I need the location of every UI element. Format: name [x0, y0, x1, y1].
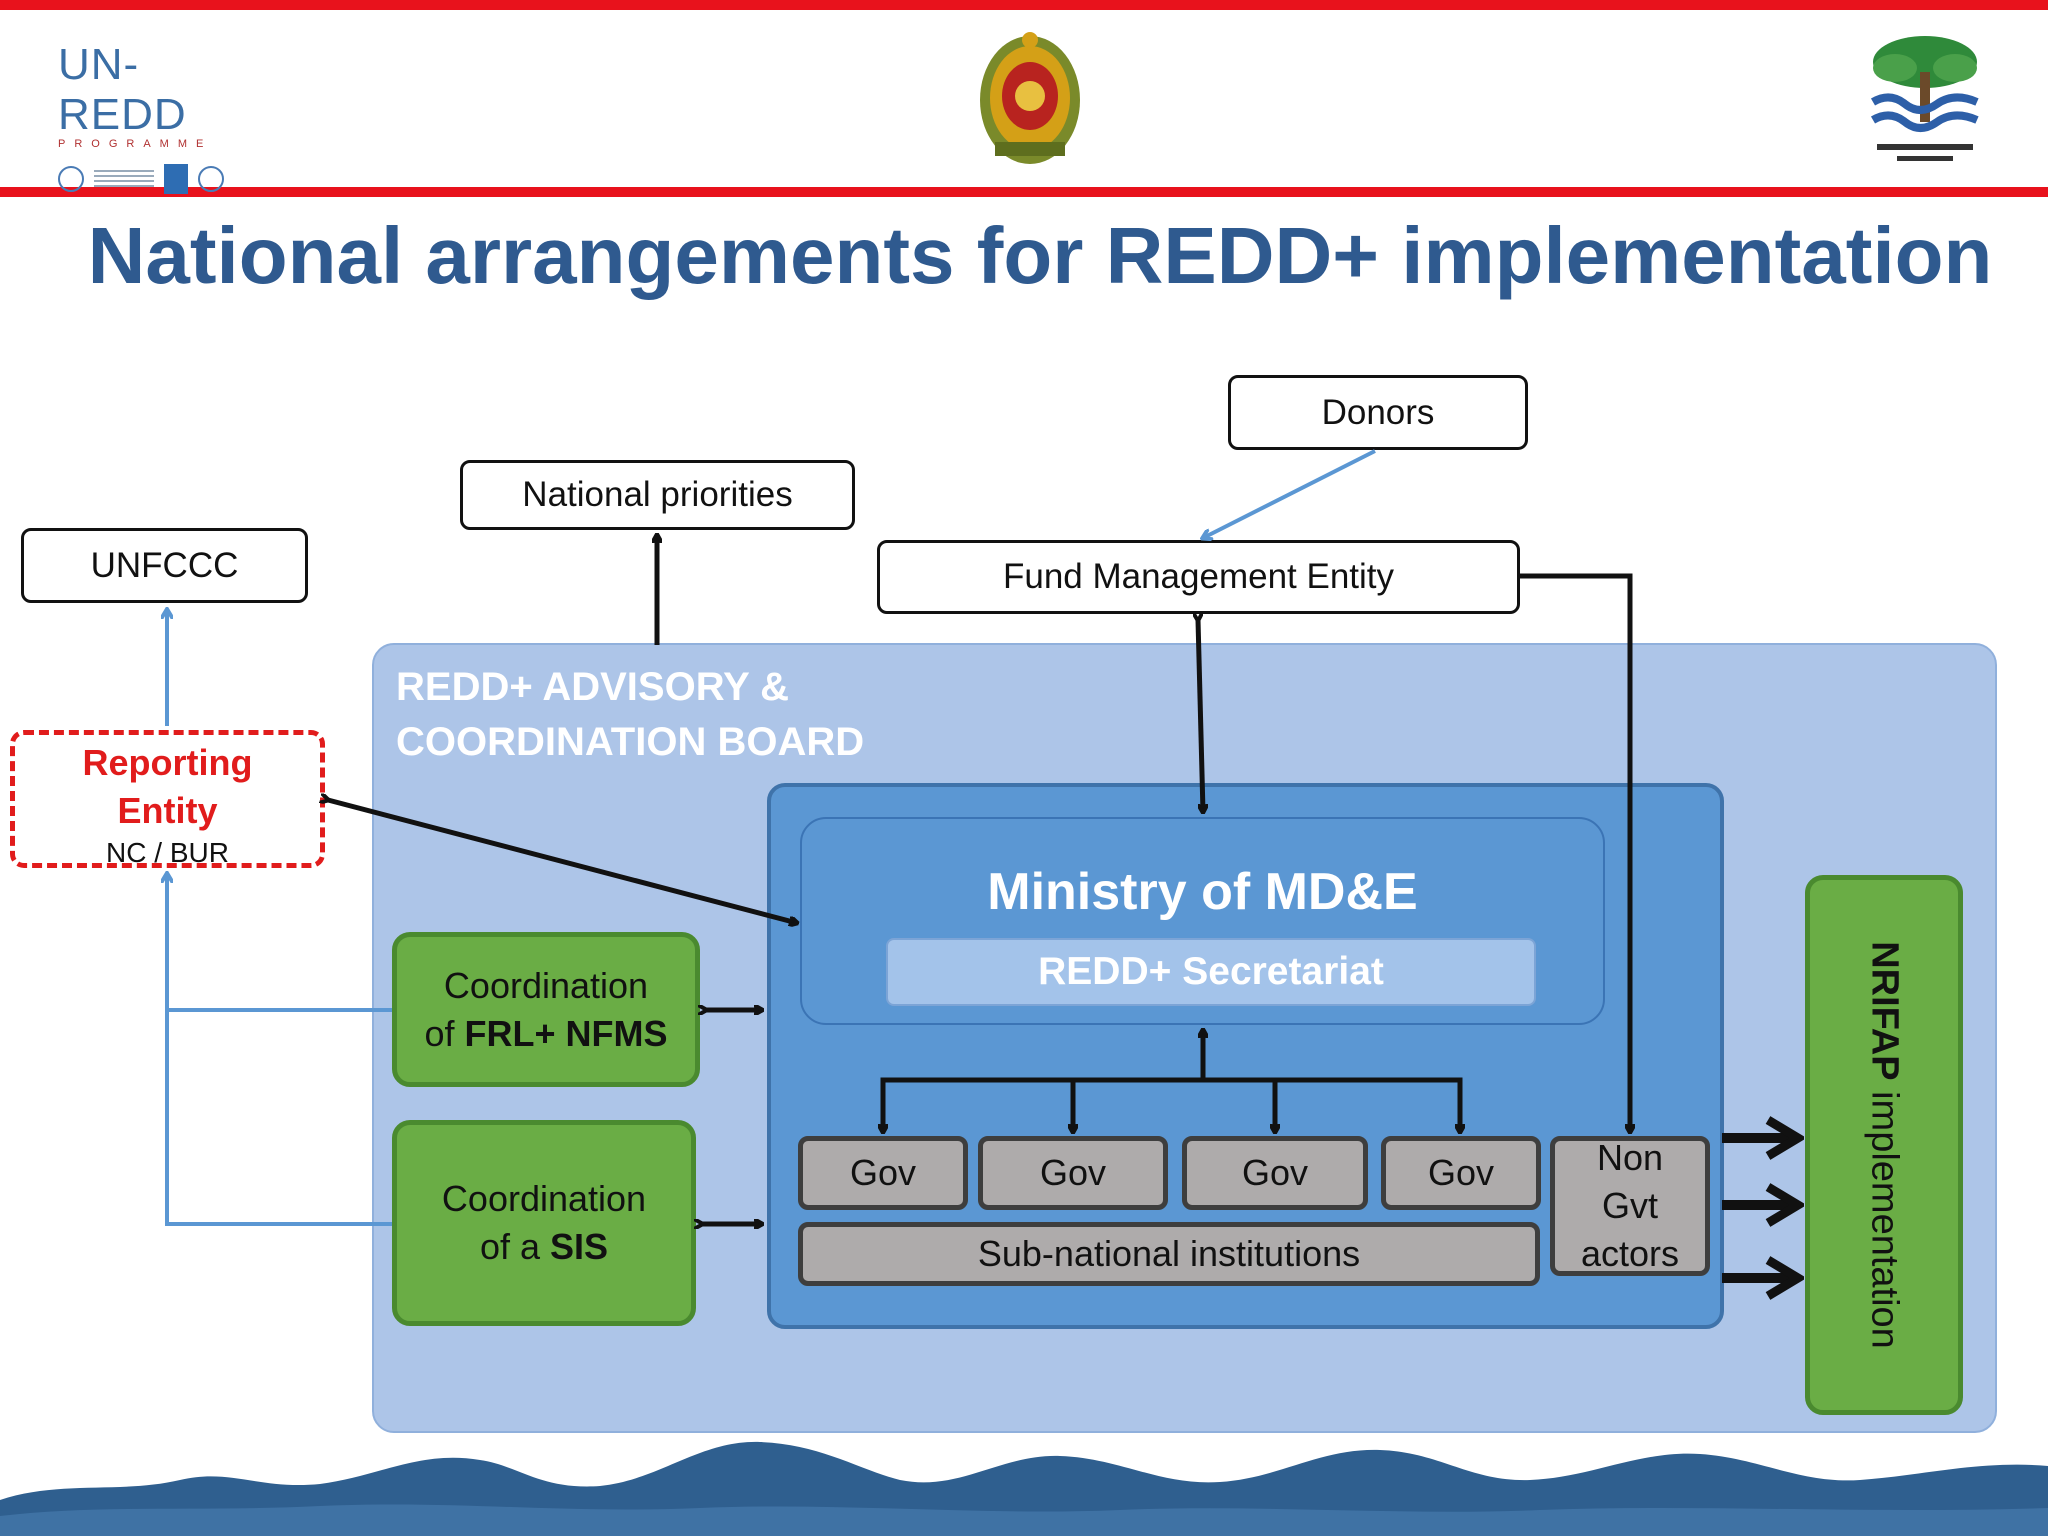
tree-silhouette-decoration [0, 1441, 2048, 1536]
sis-prefix: of a [479, 1226, 550, 1267]
gov-box-3: Gov [1182, 1136, 1368, 1210]
un-redd-wordmark: UN-REDD [58, 40, 187, 139]
redd-secretariat-box: REDD+ Secretariat [886, 938, 1536, 1006]
frl-nfms-bold: FRL+ NFMS [464, 1012, 668, 1054]
reporting-entity-subtitle: NC / BUR [106, 837, 229, 868]
donors-to-fund-arrow [1203, 449, 1376, 538]
frl-nfms-prefix: of [424, 1012, 465, 1054]
reporting-entity-box: Reporting Entity NC / BUR [10, 730, 325, 868]
board-title-line-2: COORDINATION BOARD [396, 720, 865, 764]
reporting-ministry-arrow [328, 800, 797, 923]
nrifap-implementation-box: NRIFAP implementation [1805, 875, 1963, 1415]
page-title: National arrangements for REDD+ implemen… [87, 211, 1993, 300]
frl-nfms-coordination-box: Coordination of FRL+ NFMS [392, 932, 700, 1087]
frl-nfms-line-2: of FRL+ NFMS [424, 1010, 667, 1058]
gov-box-1: Gov [798, 1136, 968, 1210]
ministry-title: Ministry of MD&E [987, 863, 1418, 921]
non-gvt-line-1: Non [1596, 1137, 1664, 1178]
header-top-line [0, 0, 2048, 10]
non-gvt-line-3: actors [1580, 1233, 1680, 1274]
reporting-entity-title-1: Reporting [82, 742, 253, 783]
sis-line-1: Coordination [441, 1178, 647, 1219]
gov-box-4: Gov [1381, 1136, 1541, 1210]
fao-icon [58, 166, 84, 192]
sis-coordination-box: Coordination of a SIS [392, 1120, 696, 1326]
national-priorities-box: National priorities [460, 460, 855, 530]
non-gvt-line-2: Gvt [1601, 1185, 1658, 1226]
donors-box: Donors [1228, 375, 1528, 450]
sis-to-reporting-line [167, 874, 392, 1226]
fao-text-icon [94, 170, 154, 188]
undp-icon [164, 164, 188, 194]
partner-marks [58, 164, 238, 194]
header-bottom-line [0, 187, 2048, 197]
unfccc-box: UNFCCC [21, 528, 308, 603]
gov-box-2: Gov [978, 1136, 1168, 1210]
gov-branch-bar [880, 1077, 1463, 1132]
board-title-line-1: REDD+ ADVISORY & [396, 665, 790, 709]
un-redd-subtitle: PROGRAMME [58, 138, 213, 150]
un-redd-logo: UN-REDD PROGRAMME [58, 40, 238, 194]
fund-to-nongvt-arrow [1520, 573, 1630, 1132]
sri-lanka-emblem-icon [980, 32, 1080, 164]
sis-line-2: of a SIS [442, 1223, 646, 1271]
board-title: REDD+ ADVISORY & COORDINATION BOARD [396, 660, 1016, 770]
fund-ministry-arrow [1198, 620, 1203, 812]
subnational-institutions-box: Sub-national institutions [798, 1222, 1540, 1286]
reporting-entity-title-2: Entity [117, 790, 218, 831]
non-gvt-actors-box: Non Gvt actors [1550, 1136, 1710, 1276]
frl-nfms-line-1: Coordination [443, 964, 649, 1006]
sis-bold: SIS [550, 1226, 609, 1267]
forest-department-logo-icon [1870, 36, 1979, 161]
unep-icon [198, 166, 224, 192]
fund-management-entity-box: Fund Management Entity [877, 540, 1520, 614]
